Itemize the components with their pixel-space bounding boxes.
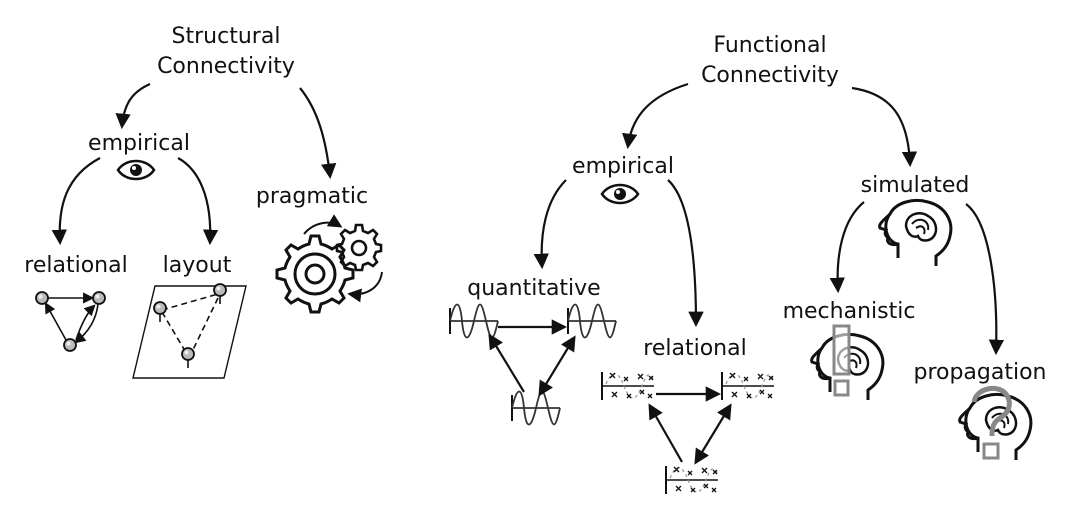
head-brain-icon [810,324,885,402]
arrow-empirical-to-layout [177,157,219,246]
arrow-empirical-to-relational [667,179,704,328]
arrow-simulated-to-mechanistic [829,201,865,294]
structural-empirical-label: empirical [88,131,190,156]
functional-title-line2: Connectivity [701,63,839,88]
functional-simulated-label: simulated [861,173,970,198]
functional-mechanistic-label: mechanistic [783,299,916,324]
eye-icon [116,159,156,181]
gears-icon [275,214,383,314]
structural-layout-label: layout [163,253,232,278]
functional-propagation-label: propagation [913,360,1046,385]
structural-title-line1: Structural [172,24,281,49]
arrow-functional-to-empirical [622,82,689,150]
functional-title-line1: Functional [713,33,826,58]
arrow-structural-to-empirical [115,82,151,130]
functional-quantitative-label: quantitative [467,276,600,301]
structural-pragmatic-label: pragmatic [256,184,368,209]
scatter-signal-icon [601,371,775,495]
functional-relational-label: relational [643,336,746,361]
head-brain-icon [958,385,1033,462]
network-graph-icon [35,291,106,352]
arrow-simulated-to-propagation [965,203,1005,356]
layout-graph-icon [132,283,247,379]
arrow-empirical-to-quantitative [533,179,567,270]
functional-empirical-label: empirical [572,154,674,179]
eye-icon [600,183,640,205]
signal-wave-icon [449,303,617,426]
structural-relational-label: relational [24,253,127,278]
arrow-empirical-to-relational [51,157,101,246]
structural-title-line2: Connectivity [157,54,295,79]
arrow-functional-to-simulated [851,86,918,168]
arrow-structural-to-pragmatic [299,87,337,180]
head-brain-icon [878,199,953,268]
